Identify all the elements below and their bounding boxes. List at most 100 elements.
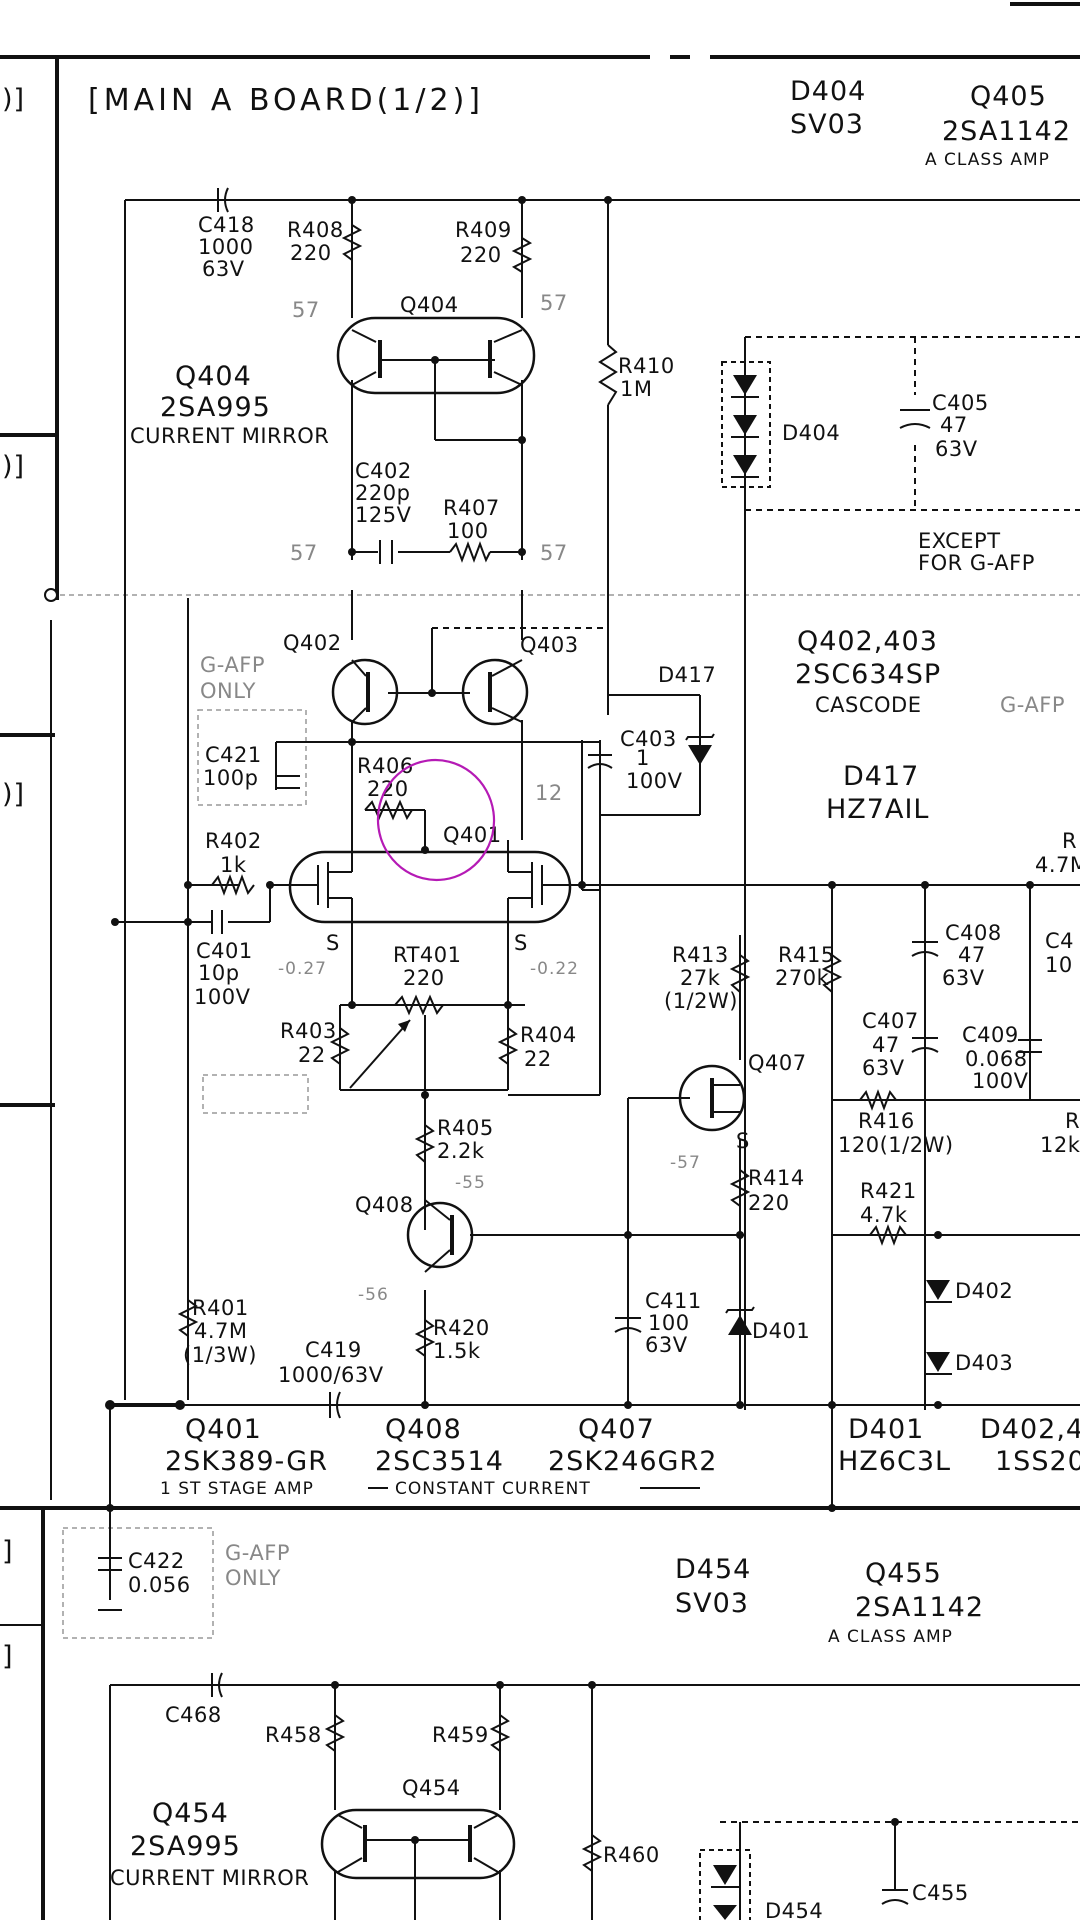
d403-body-ref: D403 xyxy=(955,1351,1013,1375)
d402-bottom-part: 1SS20 xyxy=(995,1446,1080,1477)
component-symbols xyxy=(98,187,1042,1611)
c401-ref: C401 xyxy=(196,939,253,963)
mirror2-role: CURRENT MIRROR xyxy=(110,1866,309,1890)
mirror-role: CURRENT MIRROR xyxy=(130,424,329,448)
c403-ref: C403 xyxy=(620,727,677,751)
d417-body-ref: D417 xyxy=(658,663,716,687)
r415-ref: R415 xyxy=(778,943,835,967)
r458-ref: R458 xyxy=(265,1723,322,1747)
r401-power: (1/3W) xyxy=(183,1343,257,1367)
q405-ref: Q405 xyxy=(970,81,1047,112)
c411-value: 100 xyxy=(648,1311,690,1335)
c407-voltage: 63V xyxy=(862,1056,905,1080)
q455-part: 2SA1142 xyxy=(855,1592,984,1623)
c418-voltage: 63V xyxy=(202,257,245,281)
except-note-line2: FOR G-AFP xyxy=(918,551,1035,575)
d417-part: HZ7AIL xyxy=(826,794,929,825)
q455-role: A CLASS AMP xyxy=(828,1627,953,1647)
c402-ref: C402 xyxy=(355,459,412,483)
wiring-top xyxy=(62,199,1080,1639)
mirror2-ref: Q454 xyxy=(152,1798,229,1829)
q401-source-right: S xyxy=(514,931,528,955)
q405-role: A CLASS AMP xyxy=(925,150,1050,170)
r401-value: 4.7M xyxy=(194,1319,248,1343)
q408-bottom-part: 2SC3514 xyxy=(375,1446,504,1477)
gafp-only2-line1: G-AFP xyxy=(225,1541,290,1565)
c408-voltage: 63V xyxy=(942,966,985,990)
q404-body-ref: Q404 xyxy=(400,293,459,317)
mirror-part: 2SA995 xyxy=(160,392,271,423)
q455-ref: Q455 xyxy=(865,1558,942,1589)
d401-bottom-part: HZ6C3L xyxy=(838,1446,951,1477)
rt401-ref: RT401 xyxy=(393,943,461,967)
c407-ref: C407 xyxy=(862,1009,919,1033)
r405-value: 2.2k xyxy=(437,1139,485,1163)
q401-bottom-ref: Q401 xyxy=(185,1414,262,1445)
r402-value: 1k xyxy=(220,853,247,877)
q407-voltage: -57 xyxy=(670,1153,701,1173)
except-note-line1: EXCEPT xyxy=(918,529,1001,553)
r413-ref: R413 xyxy=(672,943,729,967)
c401-voltage: 100V xyxy=(194,985,251,1009)
c422-ref: C422 xyxy=(128,1549,185,1573)
q407-body-ref: Q407 xyxy=(748,1051,807,1075)
r410-ref: R410 xyxy=(618,354,675,378)
q404-voltage-left: 57 xyxy=(292,298,320,322)
c403-voltage: 100V xyxy=(626,769,683,793)
gafp-right: G-AFP xyxy=(1000,693,1065,717)
r410-value: 1M xyxy=(620,377,652,401)
annotation-circle xyxy=(376,758,496,882)
c405-value: 47 xyxy=(940,413,968,437)
d402-body-ref: D402 xyxy=(955,1279,1013,1303)
d454-ref: D454 xyxy=(675,1554,751,1585)
c419-value: 1000/63V xyxy=(278,1363,384,1387)
c408-ref: C408 xyxy=(945,921,1002,945)
r460-ref: R460 xyxy=(603,1843,660,1867)
d454-body-ref: D454 xyxy=(765,1899,823,1920)
r421-ref: R421 xyxy=(860,1179,917,1203)
mirror2-part: 2SA995 xyxy=(130,1831,241,1862)
c409-voltage: 100V xyxy=(972,1069,1029,1093)
r403-value: 22 xyxy=(298,1043,326,1067)
d401-body-ref: D401 xyxy=(752,1319,810,1343)
d417-ref: D417 xyxy=(843,761,919,792)
r404-ref: R404 xyxy=(520,1023,577,1047)
r421-value: 4.7k xyxy=(860,1203,908,1227)
c408-value: 47 xyxy=(958,943,986,967)
r407-value: 100 xyxy=(447,519,489,543)
r406-voltage: 12 xyxy=(535,781,563,805)
q454-body-ref: Q454 xyxy=(402,1776,461,1800)
r408-value: 220 xyxy=(290,241,332,265)
mirror-ref: Q404 xyxy=(175,361,252,392)
edge-bracket-5: ] xyxy=(2,1641,14,1672)
q408-voltage-c: -55 xyxy=(455,1173,486,1193)
gafp-only-line1: G-AFP xyxy=(200,653,265,677)
r4x-ref: R4 xyxy=(1065,1109,1080,1133)
r409-ref: R409 xyxy=(455,218,512,242)
r-right-ref: R xyxy=(1062,829,1077,853)
d404-part: SV03 xyxy=(790,109,864,140)
d401-bottom-ref: D401 xyxy=(848,1414,924,1445)
c411-voltage: 63V xyxy=(645,1333,688,1357)
cascode-role: CASCODE xyxy=(815,693,922,717)
q407-bottom-ref: Q407 xyxy=(578,1414,655,1445)
edge-bracket-2: )] xyxy=(2,451,25,482)
r414-ref: R414 xyxy=(748,1166,805,1190)
q401-bottom-part: 2SK389-GR xyxy=(165,1446,328,1477)
source-voltage-left: -0.27 xyxy=(278,959,327,979)
r409-value: 220 xyxy=(460,243,502,267)
c402-voltage-right: 57 xyxy=(540,541,568,565)
c4x-value: 10 xyxy=(1045,953,1073,977)
q405-part: 2SA1142 xyxy=(942,116,1071,147)
r402-ref: R402 xyxy=(205,829,262,853)
d402-bottom-ref: D402,4 xyxy=(980,1414,1080,1445)
d404-body-ref: D404 xyxy=(782,421,840,445)
r415-value: 270k xyxy=(775,966,830,990)
c418-ref: C418 xyxy=(198,213,255,237)
c468-ref: C468 xyxy=(165,1703,222,1727)
gafp-only2-line2: ONLY xyxy=(225,1566,281,1590)
r413-power: (1/2W) xyxy=(664,989,738,1013)
c405-ref: C405 xyxy=(932,391,989,415)
gafp-only-line2: ONLY xyxy=(200,679,256,703)
